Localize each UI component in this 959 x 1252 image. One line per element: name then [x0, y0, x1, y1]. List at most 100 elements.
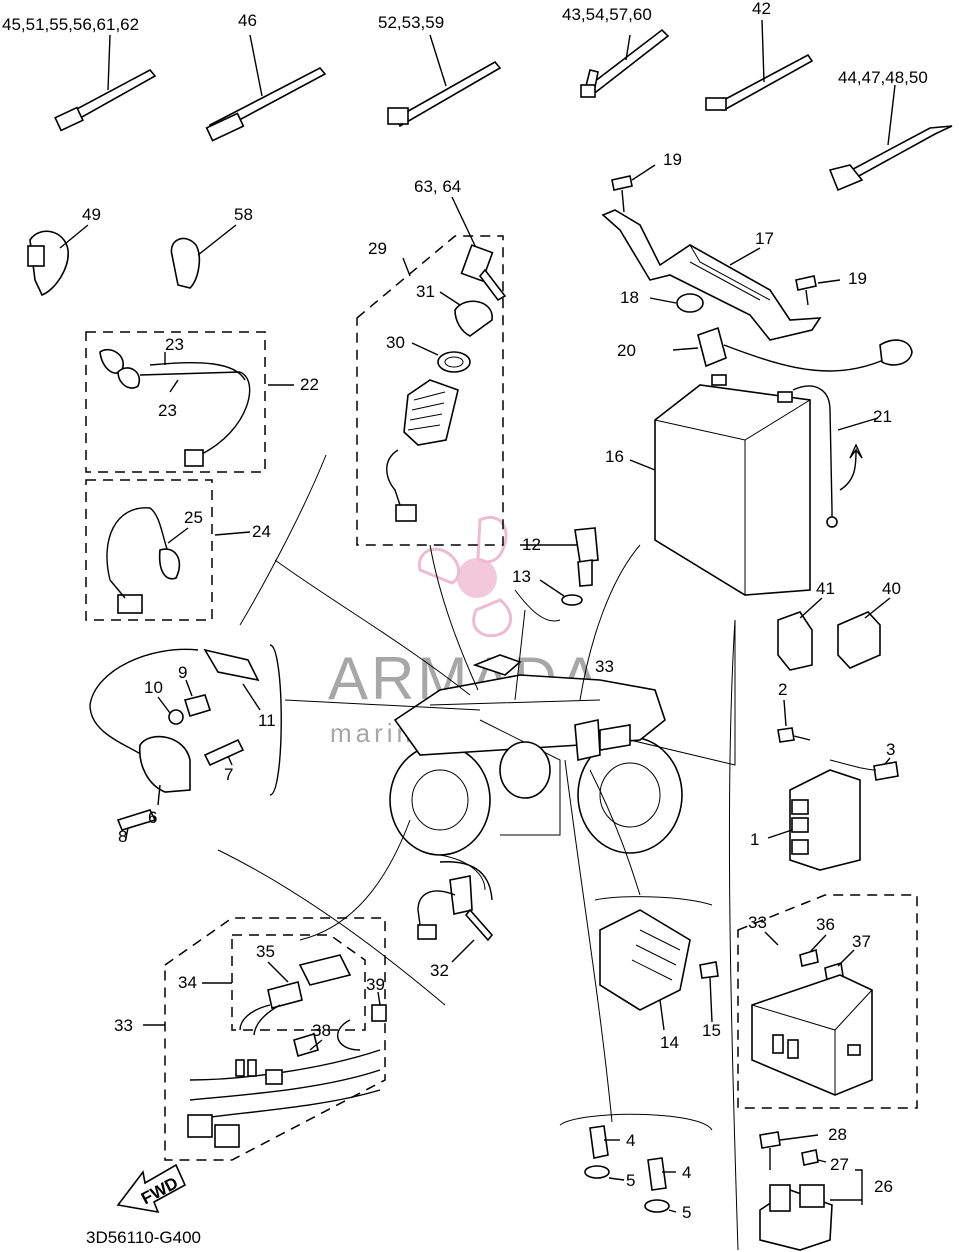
callout-44: 44,47,48,50 — [838, 68, 928, 87]
wire-assembly-22 — [85, 331, 294, 473]
callout-2: 2 — [778, 680, 787, 699]
callout-18: 18 — [620, 288, 639, 307]
callout-10: 10 — [144, 678, 163, 697]
battery-16 — [629, 374, 811, 596]
propeller-logo-icon — [417, 516, 513, 638]
callout-3: 3 — [886, 740, 895, 759]
callout-16: 16 — [605, 447, 624, 466]
cable-tie-43 — [580, 28, 670, 98]
ignition-coil-group — [89, 644, 282, 839]
callout-25: 25 — [184, 508, 203, 527]
washer-5a — [584, 1165, 625, 1181]
leader-lines — [217, 454, 739, 1251]
wire-assembly-24 — [85, 479, 251, 621]
callout-37: 37 — [852, 932, 871, 951]
callout-19b: 19 — [848, 269, 867, 288]
callout-9: 9 — [178, 663, 187, 682]
callout-33c: 33 — [114, 1016, 133, 1035]
bolt-19b — [795, 275, 841, 306]
callout-14: 14 — [660, 1033, 679, 1052]
callout-33b: 33 — [748, 913, 767, 932]
clamp-58 — [170, 224, 237, 289]
callout-15: 15 — [702, 1021, 721, 1040]
clamp-49 — [27, 224, 89, 297]
callout-5b: 5 — [682, 1203, 691, 1222]
callout-30: 30 — [386, 333, 405, 352]
grommet-3 — [829, 757, 899, 781]
bolt-15 — [699, 961, 719, 1023]
callout-28: 28 — [828, 1125, 847, 1144]
relay-40 — [837, 597, 891, 669]
nut-30 — [437, 351, 471, 373]
callout-6: 6 — [148, 808, 157, 827]
callout-41: 41 — [816, 579, 835, 598]
callout-36: 36 — [816, 915, 835, 934]
callout-24: 24 — [252, 522, 271, 541]
callout-43: 43,54,57,60 — [562, 5, 652, 24]
callout-32: 32 — [430, 961, 449, 980]
callout-12: 12 — [522, 535, 541, 554]
callout-4a: 4 — [626, 1131, 635, 1150]
switch-cap-31 — [454, 300, 493, 337]
callout-22: 22 — [300, 375, 319, 394]
callout-33a: 33 — [595, 657, 614, 676]
cdi-unit-1 — [767, 769, 861, 871]
cable-tie-46 — [205, 34, 327, 142]
callout-31: 31 — [416, 282, 435, 301]
callout-labels: 45,51,55,56,61,62 46 52,53,59 43,54,57,6… — [2, 0, 928, 1222]
callout-17: 17 — [755, 229, 774, 248]
callout-5a: 5 — [626, 1171, 635, 1190]
switch-32 — [417, 861, 494, 963]
callout-11: 11 — [258, 711, 276, 730]
callout-7: 7 — [224, 765, 233, 784]
rectifier-14 — [599, 909, 691, 1031]
starter-relay-26 — [759, 1131, 863, 1251]
bolt-19a — [611, 164, 656, 213]
cable-tie-52 — [387, 34, 502, 128]
fwd-arrow-icon[interactable]: FWD — [116, 1163, 187, 1214]
callout-38: 38 — [312, 1021, 331, 1040]
callout-23b: 23 — [158, 401, 177, 420]
battery-bracket-17 — [601, 209, 822, 341]
callout-23a: 23 — [165, 335, 184, 354]
battery-cable-21 — [792, 385, 879, 528]
callout-8: 8 — [118, 827, 127, 846]
callout-21: 21 — [873, 407, 892, 426]
callout-35: 35 — [256, 942, 275, 961]
callout-29: 29 — [368, 239, 387, 258]
callout-52: 52,53,59 — [378, 13, 444, 32]
callout-46: 46 — [238, 11, 257, 30]
wire-harness-group-33 — [143, 917, 387, 1161]
callout-42: 42 — [752, 0, 771, 18]
callout-58: 58 — [234, 205, 253, 224]
callout-13: 13 — [512, 567, 531, 586]
callout-45: 45,51,55,56,61,62 — [2, 15, 139, 34]
damper-18 — [649, 293, 704, 313]
fuse-box-group-33 — [737, 894, 918, 1109]
switch-body — [386, 379, 459, 522]
washer-5b — [644, 1199, 677, 1213]
callout-1: 1 — [750, 830, 759, 849]
battery-lead-20 — [672, 326, 913, 372]
bolt-4a — [589, 1125, 620, 1159]
relay-41 — [777, 597, 823, 671]
sensor-12 — [520, 527, 599, 606]
cable-tie-42 — [705, 19, 814, 112]
bolt-4b — [647, 1157, 676, 1191]
callout-63: 63, 64 — [414, 177, 461, 196]
callout-34: 34 — [178, 973, 197, 992]
key-icon — [460, 244, 507, 302]
main-switch-group — [356, 196, 507, 546]
diagram-code: 3D56110-G400 — [86, 1228, 201, 1247]
cable-tie-45 — [54, 34, 157, 132]
callout-19a: 19 — [663, 150, 682, 169]
callout-20: 20 — [617, 341, 636, 360]
bolt-2 — [777, 699, 811, 743]
callout-40: 40 — [882, 579, 901, 598]
atv-illustration — [389, 654, 683, 856]
callout-4b: 4 — [682, 1163, 691, 1182]
cable-tie-44 — [828, 84, 953, 192]
callout-26: 26 — [874, 1177, 893, 1196]
callout-27: 27 — [830, 1155, 849, 1174]
